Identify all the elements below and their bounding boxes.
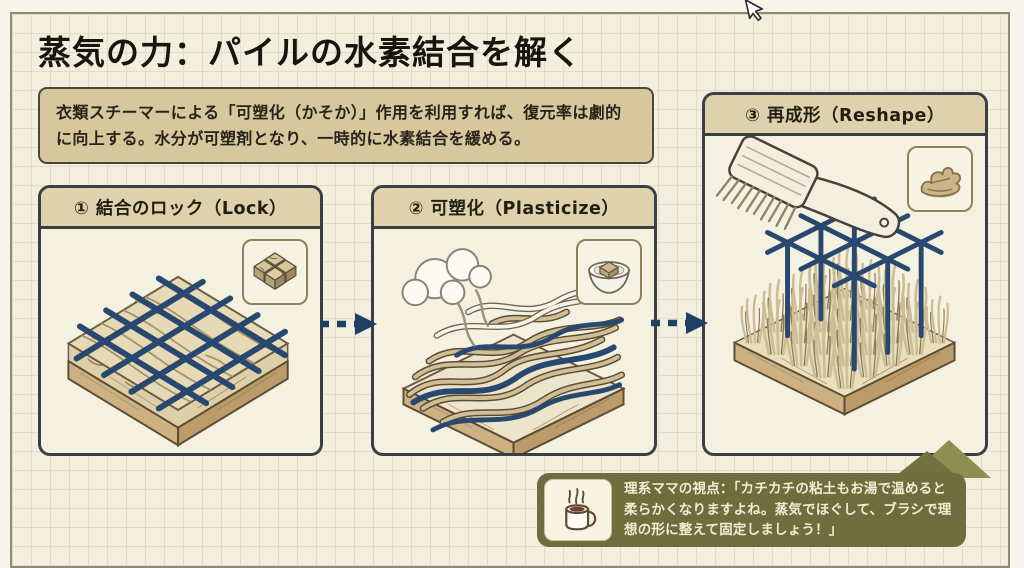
- steam-cloud: [401, 248, 492, 307]
- bowl-icon-graphic: [588, 261, 630, 294]
- hard-clay-cubes-icon: [242, 239, 308, 305]
- panel-lock: ① 結合のロック（Lock）: [38, 185, 323, 456]
- cursor-icon: [744, 0, 764, 22]
- reshape-illustration: [715, 136, 957, 416]
- clay-bowl-icon: [576, 239, 642, 305]
- panel-reshape: ③ 再成形（Reshape）: [702, 92, 988, 456]
- clay-dollop-graphic: [920, 167, 962, 198]
- panel-plasticize-header: ② 可塑化（Plasticize）: [374, 188, 654, 229]
- panel-plasticize: ② 可塑化（Plasticize）: [371, 185, 657, 456]
- panel-reshape-header: ③ 再成形（Reshape）: [705, 95, 985, 136]
- panel-lock-title: ① 結合のロック（Lock）: [73, 198, 288, 219]
- note-box: 理系ママの視点：「カチカチの粘土もお湯で温めると柔らかくなりますよね。蒸気でほぐ…: [537, 473, 966, 547]
- cubes-icon-graphic: [253, 252, 297, 290]
- brush: [715, 136, 901, 238]
- panel-reshape-title: ③ 再成形（Reshape）: [745, 105, 945, 126]
- intro-text: 衣類スチーマーによる「可塑化（かそか）」作用を利用すれば、復元率は劇的に向上する…: [56, 103, 622, 148]
- page-title: 蒸気の力：パイルの水素結合を解く: [38, 33, 582, 72]
- mug-graphic: [565, 488, 597, 531]
- coffee-mug-icon: [544, 479, 612, 541]
- panel-plasticize-body: [374, 229, 654, 453]
- lock-illustration: [66, 275, 290, 447]
- panel-lock-body: [41, 229, 320, 453]
- note-text: 理系ママの視点：「カチカチの粘土もお湯で温めると柔らかくなりますよね。蒸気でほぐ…: [624, 480, 952, 539]
- arrow-right-icon: [651, 312, 708, 334]
- plasticize-illustration: [401, 248, 626, 453]
- panel-reshape-body: [705, 136, 985, 453]
- mountain-icon: [893, 440, 991, 478]
- panel-plasticize-title: ② 可塑化（Plasticize）: [408, 198, 620, 219]
- soft-clay-icon: [907, 146, 973, 212]
- arrow-right-icon: [320, 313, 377, 335]
- panel-lock-header: ① 結合のロック（Lock）: [41, 188, 320, 229]
- intro-box: 衣類スチーマーによる「可塑化（かそか）」作用を利用すれば、復元率は劇的に向上する…: [38, 87, 654, 164]
